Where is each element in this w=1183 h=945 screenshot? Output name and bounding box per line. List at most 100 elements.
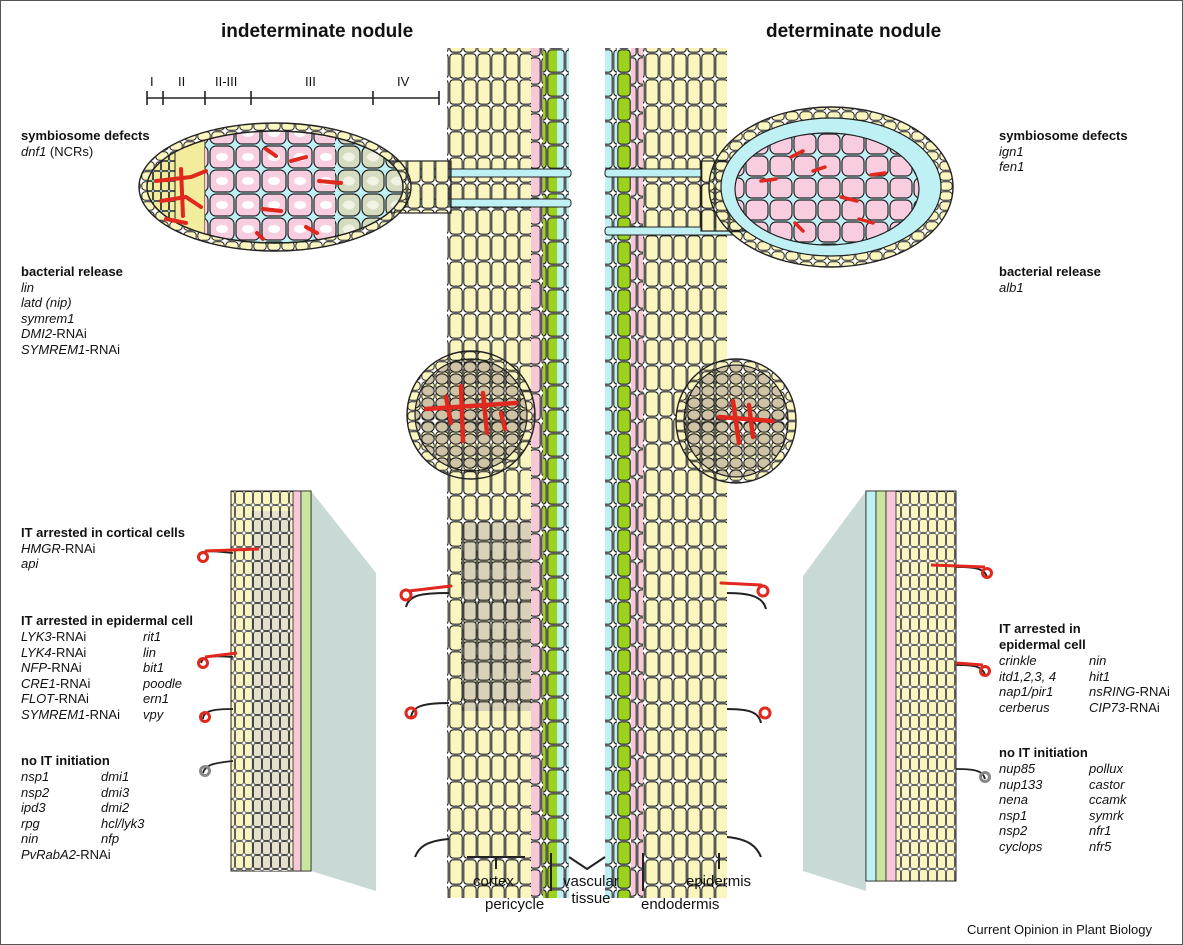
label-cortex: cortex — [473, 873, 514, 890]
left-epidermal-group: IT arrested in epidermal cell LYK3-RNAi … — [21, 613, 221, 743]
zone-label-ii: II — [178, 74, 185, 90]
left-symbiosome-heading: symbiosome defects — [21, 128, 150, 144]
gene-entry: ign1 — [999, 144, 1128, 160]
gene-entry: nup133 — [999, 777, 1042, 793]
gene-entry: nfr5 — [1089, 839, 1127, 855]
gene-entry: nup85 — [999, 761, 1042, 777]
determinate-nodule — [701, 107, 953, 267]
gene-entry: nsp2 — [21, 785, 111, 801]
label-endodermis: endodermis — [641, 896, 719, 913]
gene-entry: nfp — [101, 831, 144, 847]
right-release-group: bacterial release alb1 — [999, 264, 1101, 295]
gene-entry: cerberus — [999, 700, 1056, 716]
gene-entry: symrk — [1089, 808, 1127, 824]
zone-ruler — [147, 91, 439, 105]
gene-entry: ern1 — [143, 691, 182, 707]
gene-entry: hit1 — [1089, 669, 1170, 685]
gene-entry: FLOT-RNAi — [21, 691, 120, 707]
gene-entry: nap1/pir1 — [999, 684, 1056, 700]
left-no-it-heading: no IT initiation — [21, 753, 221, 769]
left-dividing-cortex — [461, 521, 531, 711]
gene-entry: itd1,2,3, 4 — [999, 669, 1056, 685]
label-vascular-tissue: vascular tissue — [563, 873, 619, 907]
zone-label-iv: IV — [397, 74, 409, 90]
right-epidermal-heading-2: epidermal cell — [999, 637, 1179, 653]
gene-entry: poodle — [143, 676, 182, 692]
left-cortical-heading: IT arrested in cortical cells — [21, 525, 185, 541]
gene-entry: bit1 — [143, 660, 182, 676]
gene-entry: CRE1-RNAi — [21, 676, 120, 692]
gene-entry: ccamk — [1089, 792, 1127, 808]
right-no-it-group: no IT initiation nup85 nup133 nena nsp1 … — [999, 745, 1179, 865]
gene-entry: alb1 — [999, 280, 1101, 296]
left-epidermal-col1: LYK3-RNAi LYK4-RNAi NFP-RNAi CRE1-RNAi F… — [21, 629, 120, 722]
gene-entry: latd (nip) — [21, 295, 123, 311]
gene-entry: lin — [143, 645, 182, 661]
right-nodule-primordium — [676, 359, 796, 483]
gene-entry: dmi1 — [101, 769, 144, 785]
title-indeterminate-nodule: indeterminate nodule — [221, 21, 413, 43]
gene-entry: castor — [1089, 777, 1127, 793]
gene-entry: api — [21, 556, 185, 572]
right-no-it-col1: nup85 nup133 nena nsp1 nsp2 cyclops — [999, 761, 1042, 854]
left-release-heading: bacterial release — [21, 264, 123, 280]
right-epidermal-heading-1: IT arrested in — [999, 621, 1179, 637]
gene-entry: nsp2 — [999, 823, 1042, 839]
credit-line: Current Opinion in Plant Biology — [967, 922, 1152, 937]
gene-entry: SYMREM1-RNAi — [21, 342, 123, 358]
right-epidermal-col1: crinkle itd1,2,3, 4 nap1/pir1 cerberus — [999, 653, 1056, 715]
zone-label-ii-iii: II-III — [215, 74, 237, 90]
gene-entry: nsp1 — [21, 769, 111, 785]
gene-entry: cyclops — [999, 839, 1042, 855]
gene-entry: nsRING-RNAi — [1089, 684, 1170, 700]
gene-entry: vpy — [143, 707, 182, 723]
title-determinate-nodule: determinate nodule — [766, 21, 941, 43]
gene-entry: ipd3 — [21, 800, 111, 816]
gene-entry: rit1 — [143, 629, 182, 645]
zone-label-iii: III — [305, 74, 316, 90]
gene-entry: SYMREM1-RNAi — [21, 707, 120, 723]
gene-entry: nin — [21, 831, 111, 847]
right-epidermal-group: IT arrested in epidermal cell crinkle it… — [999, 621, 1179, 731]
gene-entry: CIP73-RNAi — [1089, 700, 1170, 716]
left-symbiosome-group: symbiosome defects dnf1 (NCRs) — [21, 128, 150, 159]
gene-entry: PvRabA2-RNAi — [21, 847, 111, 863]
gene-entry: LYK4-RNAi — [21, 645, 120, 661]
gene-entry: dmi3 — [101, 785, 144, 801]
left-cortical-group: IT arrested in cortical cells HMGR-RNAi … — [21, 525, 185, 572]
left-release-group: bacterial release lin latd (nip) symrem1… — [21, 264, 123, 357]
gene-entry: lin — [21, 280, 123, 296]
left-nodule-primordium — [407, 351, 535, 479]
right-magnified-panel — [803, 491, 992, 891]
gene-entry: dnf1 (NCRs) — [21, 144, 150, 160]
right-symbiosome-group: symbiosome defects ign1 fen1 — [999, 128, 1128, 175]
gene-entry: HMGR-RNAi — [21, 541, 185, 557]
gene-entry: fen1 — [999, 159, 1128, 175]
right-epidermal-col2: nin hit1 nsRING-RNAi CIP73-RNAi — [1089, 653, 1170, 715]
right-release-heading: bacterial release — [999, 264, 1101, 280]
right-symbiosome-heading: symbiosome defects — [999, 128, 1128, 144]
right-no-it-col2: pollux castor ccamk symrk nfr1 nfr5 — [1089, 761, 1127, 854]
zone-label-i: I — [150, 74, 154, 90]
right-no-it-heading: no IT initiation — [999, 745, 1179, 761]
gene-entry: DMI2-RNAi — [21, 326, 123, 342]
gene-entry: nena — [999, 792, 1042, 808]
left-no-it-col1: nsp1 nsp2 ipd3 rpg nin PvRabA2-RNAi — [21, 769, 111, 862]
gene-entry: nsp1 — [999, 808, 1042, 824]
gene-entry: dmi2 — [101, 800, 144, 816]
gene-entry: symrem1 — [21, 311, 123, 327]
label-epidermis: epidermis — [686, 873, 751, 890]
left-epidermal-col2: rit1 lin bit1 poodle ern1 vpy — [143, 629, 182, 722]
left-epidermal-heading: IT arrested in epidermal cell — [21, 613, 221, 629]
gene-entry: crinkle — [999, 653, 1056, 669]
left-magnified-panel — [199, 491, 377, 891]
label-pericycle: pericycle — [485, 896, 544, 913]
gene-entry: rpg — [21, 816, 111, 832]
gene-entry: nfr1 — [1089, 823, 1127, 839]
gene-entry: nin — [1089, 653, 1170, 669]
left-no-it-col2: dmi1 dmi3 dmi2 hcl/lyk3 nfp — [101, 769, 144, 847]
left-no-it-group: no IT initiation nsp1 nsp2 ipd3 rpg nin … — [21, 753, 221, 883]
gene-entry: LYK3-RNAi — [21, 629, 120, 645]
gene-entry: NFP-RNAi — [21, 660, 120, 676]
